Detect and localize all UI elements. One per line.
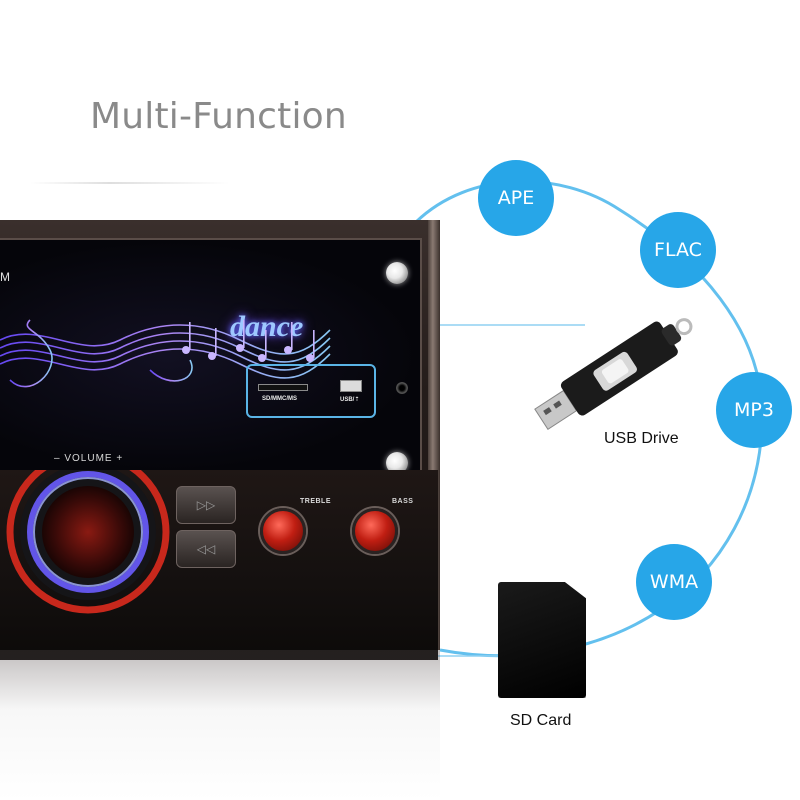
treble-button[interactable] xyxy=(260,508,306,554)
usb-port-label: USB/⇡ xyxy=(340,397,360,403)
sd-card-caption: SD Card xyxy=(510,712,572,729)
music-notes-graphic xyxy=(0,319,331,388)
sd-card-slot[interactable] xyxy=(258,384,308,391)
format-wma-badge: WMA xyxy=(636,544,712,620)
skip-back-button[interactable]: ◁◁ xyxy=(176,530,236,568)
format-mp3-badge: MP3 xyxy=(716,372,792,448)
volume-label: – VOLUME + xyxy=(54,453,124,464)
treble-label: TREBLE xyxy=(300,498,331,505)
skip-forward-button[interactable]: ▷▷ xyxy=(176,486,236,524)
control-section: ▷▷ ◁◁ TREBLE BASS xyxy=(0,470,438,660)
bass-button[interactable] xyxy=(352,508,398,554)
aux-jack-icon[interactable] xyxy=(396,382,408,394)
format-ape-badge: APE xyxy=(478,160,554,236)
usb-drive-icon xyxy=(534,318,693,430)
sd-port-label: SD/MMC/MS xyxy=(262,396,297,402)
stereo-display: M dance xyxy=(0,238,422,474)
usb-port[interactable] xyxy=(340,380,362,392)
decorative-divider xyxy=(30,182,230,184)
usb-drive-caption: USB Drive xyxy=(604,430,679,447)
format-flac-badge: FLAC xyxy=(640,212,716,288)
device-reflection xyxy=(0,650,440,800)
screw-top-icon xyxy=(386,262,408,284)
display-partial-label: M xyxy=(0,270,10,284)
car-stereo-unit: M dance xyxy=(0,220,440,660)
screw-bottom-icon xyxy=(386,452,408,474)
stereo-front-panel: M dance xyxy=(0,230,438,690)
sd-card-icon xyxy=(498,582,586,698)
volume-knob[interactable] xyxy=(0,470,186,620)
bass-label: BASS xyxy=(392,498,414,505)
media-ports-highlight: SD/MMC/MS USB/⇡ xyxy=(246,364,376,418)
page-title: Multi-Function xyxy=(90,96,347,137)
